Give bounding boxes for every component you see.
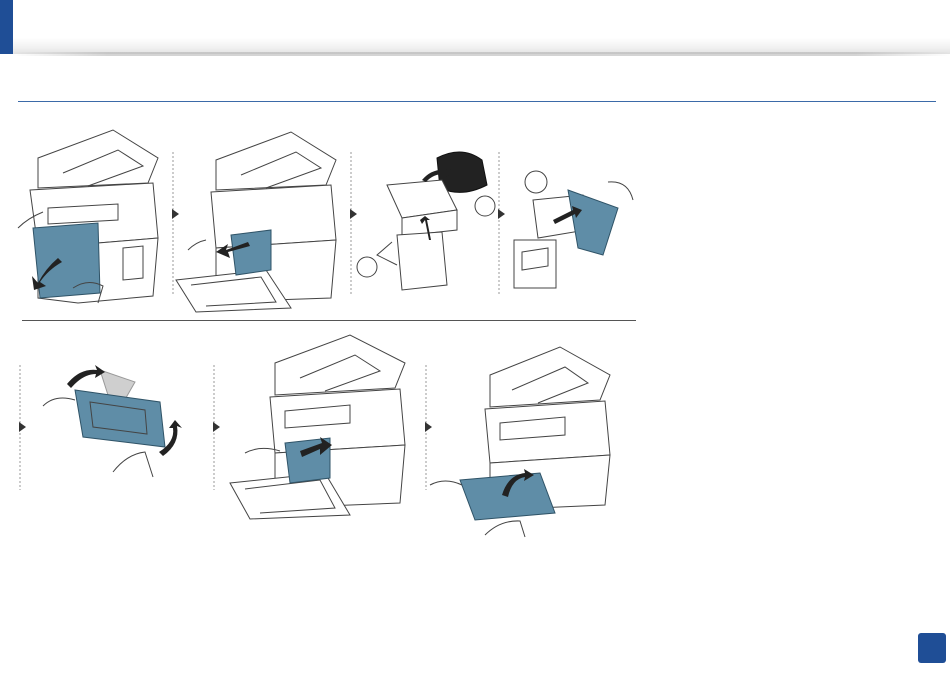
- close-front-cover-illustration: [430, 345, 615, 545]
- recycle-icon: [525, 171, 547, 193]
- shake-toner-illustration: [35, 362, 193, 490]
- triangle-arrow-icon: [213, 422, 220, 432]
- page-number-badge: [918, 633, 946, 663]
- triangle-arrow-icon: [498, 209, 505, 219]
- insert-toner-illustration: [230, 333, 415, 521]
- recycle-icon: [475, 196, 495, 216]
- recycle-icon: [357, 257, 377, 277]
- open-front-cover-illustration: [18, 128, 168, 306]
- triangle-arrow-icon: [19, 422, 26, 432]
- unpack-new-toner-illustration: [352, 140, 497, 300]
- pull-out-toner-illustration: [176, 130, 346, 312]
- remove-protective-cap-illustration: [508, 160, 638, 300]
